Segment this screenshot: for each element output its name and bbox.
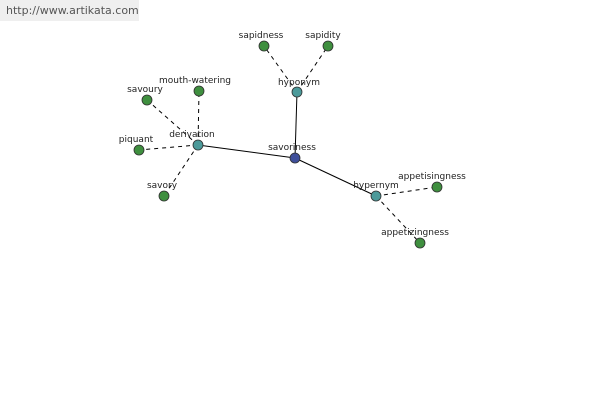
node-dot-relation[interactable] — [192, 139, 204, 151]
node-label: appetisingness — [398, 172, 466, 182]
edge-derivation-savoury — [146, 99, 199, 146]
node-dot-leaf[interactable] — [322, 40, 334, 52]
node-appetizingness[interactable]: appetizingness — [381, 228, 449, 249]
node-hyponym[interactable]: hyponym — [278, 78, 320, 98]
node-label: savoriness — [268, 143, 316, 153]
node-label: mouth-watering — [159, 76, 231, 86]
node-dot-leaf[interactable] — [258, 40, 270, 52]
edge-savoriness-hypernym — [294, 157, 377, 197]
node-dot-leaf[interactable] — [414, 237, 426, 249]
node-dot-leaf[interactable] — [193, 85, 205, 97]
edge-hypernym-appetizingness — [375, 195, 421, 244]
edge-hypernym-appetisingness — [375, 186, 438, 197]
node-sapidity[interactable]: sapidity — [305, 31, 341, 52]
node-dot-leaf[interactable] — [141, 94, 153, 106]
edge-hyponym-sapidity — [296, 45, 329, 93]
nodes-layer: savoriness hyponym derivation hypernym sapid… — [119, 31, 466, 249]
node-dot-leaf[interactable] — [133, 144, 145, 156]
edge-savoriness-hyponym — [294, 91, 298, 159]
node-label: savory — [147, 181, 178, 191]
edges-layer — [138, 45, 438, 244]
edge-derivation-savory — [163, 144, 199, 197]
node-savoury[interactable]: savoury — [127, 85, 164, 106]
node-mouth-watering[interactable]: mouth-watering — [159, 76, 231, 97]
node-sapidness[interactable]: sapidness — [239, 31, 284, 52]
node-label: hypernym — [353, 181, 399, 191]
node-dot-center[interactable] — [289, 152, 301, 164]
node-label: sapidness — [239, 31, 284, 41]
node-piquant[interactable]: piquant — [119, 135, 154, 156]
node-dot-leaf[interactable] — [431, 181, 443, 193]
edge-derivation-mouth-watering — [197, 90, 200, 146]
node-dot-leaf[interactable] — [158, 190, 170, 202]
watermark-url: http://www.artikata.com — [0, 0, 139, 21]
node-savory[interactable]: savory — [147, 181, 178, 202]
node-label: sapidity — [305, 31, 341, 41]
node-label: piquant — [119, 135, 154, 145]
edge-savoriness-derivation — [197, 144, 296, 159]
node-label: hyponym — [278, 78, 320, 88]
edge-hyponym-sapidness — [263, 45, 298, 93]
node-dot-relation[interactable] — [291, 86, 303, 98]
node-derivation[interactable]: derivation — [169, 130, 215, 151]
node-label: appetizingness — [381, 228, 449, 238]
edge-derivation-piquant — [138, 144, 199, 151]
node-label: savoury — [127, 85, 163, 95]
node-dot-relation[interactable] — [370, 190, 382, 202]
node-hypernym[interactable]: hypernym — [353, 181, 399, 202]
node-savoriness[interactable]: savoriness — [268, 143, 316, 164]
node-label: derivation — [169, 130, 215, 140]
node-appetisingness[interactable]: appetisingness — [398, 172, 466, 193]
